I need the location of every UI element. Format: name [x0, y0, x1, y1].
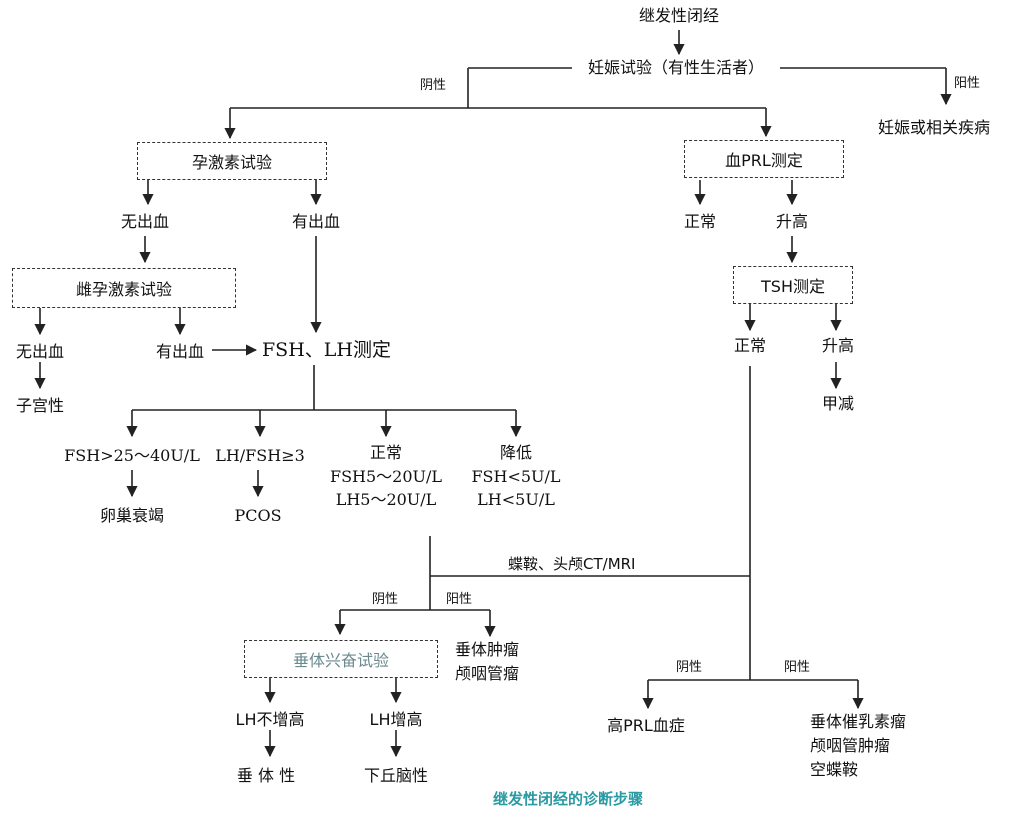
- pituitary-tumor-label: 垂体肿瘤: [455, 640, 520, 659]
- title-secondary-amenorrhea: 继发性闭经: [638, 6, 720, 25]
- lh-fsh-ratio-label: LH/FSH≥3: [215, 446, 305, 465]
- prl-test-box: 血PRL测定: [684, 140, 844, 178]
- progesterone-test-box: 孕激素试验: [137, 142, 327, 180]
- hyperprolactinemia-label: 高PRL血症: [607, 716, 685, 735]
- prolactinoma-label: 垂体催乳素瘤: [810, 712, 907, 731]
- pregnancy-positive-label: 阳性: [954, 76, 981, 91]
- pregnancy-negative-label: 阴性: [420, 78, 447, 93]
- estrogen-progesterone-test-box: 雌孕激素试验: [12, 268, 236, 308]
- figure-caption: 继发性闭经的诊断步骤: [492, 790, 644, 808]
- prl-test-label: 血PRL测定: [725, 151, 803, 170]
- pituitary-stimulation-test-box: 垂体兴奋试验: [244, 640, 438, 678]
- no-bleeding-2: 无出血: [15, 342, 65, 361]
- low-label: 降低: [499, 443, 533, 462]
- hypothalamic-cause: 下丘脑性: [363, 766, 429, 785]
- cranio-tumor-label: 颅咽管肿瘤: [810, 736, 891, 755]
- craniopharyngioma-label: 颅咽管瘤: [455, 664, 520, 683]
- fsh-high-label: FSH>25～40U/L: [64, 446, 200, 465]
- mri-negative-label: 阴性: [676, 660, 703, 675]
- fsh-lh-test-label: FSH、LH测定: [262, 339, 391, 361]
- tsh-test-label: TSH测定: [761, 277, 825, 296]
- mri-positive-label: 阳性: [784, 660, 811, 675]
- lh-increase-label: LH增高: [369, 710, 423, 729]
- pituitary-stimulation-test-label: 垂体兴奋试验: [292, 651, 389, 670]
- low-lh-range: LH<5U/L: [477, 490, 555, 509]
- imaging-label: 蝶鞍、头颅CT/MRI: [508, 555, 636, 573]
- no-bleeding-1: 无出血: [120, 212, 170, 231]
- ovarian-failure-label: 卵巢衰竭: [99, 506, 165, 525]
- pregnancy-test-label: 妊娠试验（有性生活者）: [587, 58, 765, 77]
- hypothyroidism-label: 甲减: [821, 394, 855, 413]
- estrogen-progesterone-test-label: 雌孕激素试验: [75, 280, 172, 299]
- pregnancy-related-disease: 妊娠或相关疾病: [878, 118, 991, 137]
- pituitary-cause: 垂 体 性: [236, 766, 296, 785]
- empty-sella-label: 空蝶鞍: [810, 760, 859, 779]
- bleeding-1: 有出血: [291, 212, 341, 231]
- bleeding-2: 有出血: [155, 342, 205, 361]
- prl-normal-label: 正常: [683, 212, 717, 231]
- prl-elevated-label: 升高: [775, 212, 809, 231]
- tsh-normal-label: 正常: [733, 336, 767, 355]
- pcos-label: PCOS: [234, 506, 282, 525]
- tsh-elevated-label: 升高: [821, 336, 855, 355]
- low-fsh-range: FSH<5U/L: [471, 467, 561, 486]
- normal-fsh-range: FSH5～20U/L: [329, 467, 443, 486]
- imaging-positive-label: 阳性: [446, 592, 473, 607]
- tsh-test-box: TSH测定: [733, 266, 853, 304]
- lh-no-increase-label: LH不增高: [235, 710, 305, 729]
- progesterone-test-label: 孕激素试验: [191, 153, 272, 172]
- imaging-negative-label: 阴性: [372, 592, 399, 607]
- uterine-cause: 子宫性: [15, 396, 65, 415]
- normal-lh-range: LH5～20U/L: [335, 490, 437, 509]
- normal-label: 正常: [369, 443, 403, 462]
